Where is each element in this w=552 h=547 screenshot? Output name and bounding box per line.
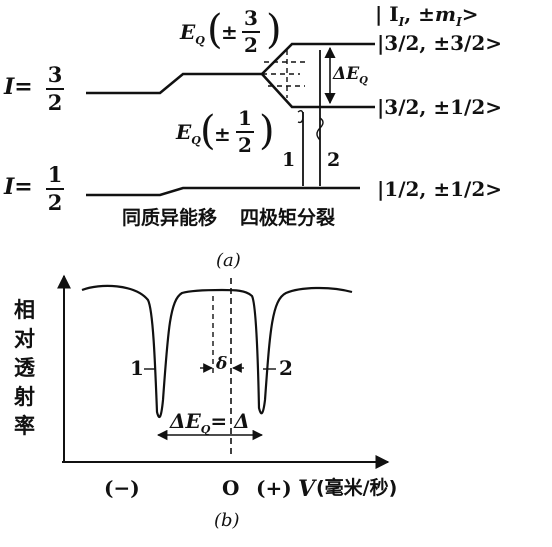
- state-label-3-2-pm-1-2: |3/2, ±1/2>: [377, 95, 502, 119]
- transition-2-label: 2: [327, 149, 341, 171]
- eq-bottom-E: EQ: [176, 120, 201, 147]
- eq-top-sign: ±: [221, 20, 238, 44]
- transition-1-wave: [297, 109, 304, 124]
- transition-1-label: 1: [282, 149, 296, 171]
- level-i12-line: [86, 186, 360, 197]
- level-i32-prefix: I=: [4, 74, 33, 100]
- delta-eq-label: ΔEQ: [333, 64, 368, 87]
- state-label-1-2-pm-1-2: |1/2, ±1/2>: [377, 177, 502, 201]
- x-label-var: V: [298, 476, 316, 502]
- split-branch-upper: [261, 42, 375, 75]
- split-branch-lower: [261, 73, 375, 109]
- peak-1-label: 1: [130, 356, 144, 380]
- eq-bottom-sign: ±: [214, 122, 231, 146]
- x-label-unit: (毫米/秒): [316, 477, 398, 499]
- eq-bottom-paren-open: (: [200, 108, 216, 154]
- panel-label-a: (a): [216, 250, 241, 271]
- x-label-zero: O: [222, 476, 240, 500]
- eq-top-E: EQ: [180, 20, 205, 47]
- level-i12-prefix: I=: [4, 174, 33, 200]
- transmission-curve: [81, 284, 353, 419]
- level-i32-line: [86, 72, 262, 95]
- eq-bottom-paren-close: ): [259, 108, 275, 154]
- delta-label: δ: [216, 354, 228, 374]
- x-label-minus: (−): [104, 476, 140, 500]
- panel-label-b: (b): [214, 510, 240, 531]
- split-label: ΔEQ= Δ: [170, 409, 250, 436]
- eq-top-paren-close: ): [266, 7, 282, 53]
- state-label-3-2-pm-3-2: |3/2, ±3/2>: [377, 31, 502, 55]
- peak-2-label: 2: [279, 356, 293, 380]
- x-label-plus: (+): [256, 476, 292, 500]
- state-notation-header: | II, ±mI>: [375, 2, 479, 29]
- transition-2-wave: [316, 117, 324, 141]
- caption-isomer-shift: 同质异能移: [122, 207, 218, 229]
- caption-quadrupole-split: 四极矩分裂: [240, 207, 336, 229]
- eq-top-paren-open: (: [207, 7, 223, 53]
- y-axis-label: 相 对 透 射 率: [14, 298, 35, 438]
